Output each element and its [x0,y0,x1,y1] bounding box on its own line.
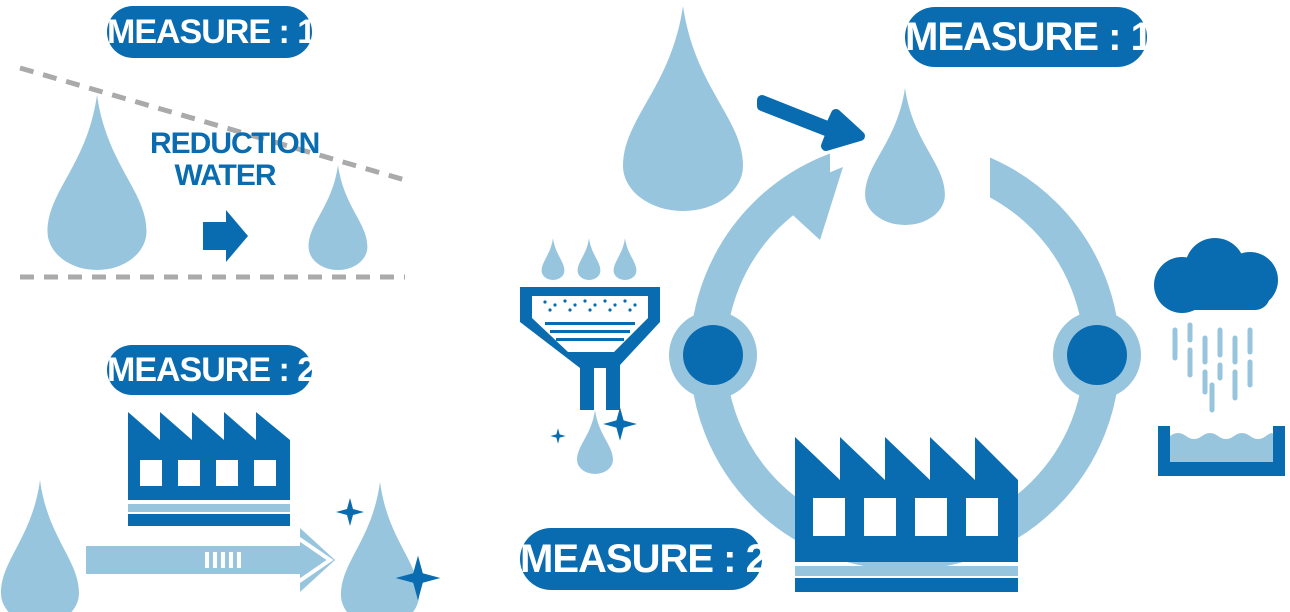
sparkle-icon [336,498,364,526]
measure1-pill-left: MEASURE : 1 [107,6,316,58]
reduction-text: REDUCTION [150,127,320,160]
measure1-pill-right: MEASURE : 1 [905,7,1153,67]
water-drop-icon [47,95,147,270]
water-drop-icon [1,480,80,612]
water-drop-icon [623,6,743,211]
arrow-right-icon [86,528,335,592]
rain-cloud-icon [1154,238,1278,413]
measure2-pill-right: MEASURE : 2 [520,528,768,590]
water-drop-icon [341,482,419,612]
measure2-pill-left: MEASURE : 2 [107,345,316,395]
arrow-right-icon [757,95,865,151]
factory-icon [128,412,290,526]
slope-dashed-line [19,65,406,183]
arrow-right-icon [203,210,248,262]
water-tank-icon [1158,426,1285,476]
water-drop-icon [308,165,368,270]
water-text: WATER [174,158,276,192]
factory-icon [795,437,1018,592]
filter-funnel-icon [520,238,660,474]
reduction-water-label: REDUCTION WATER [150,127,320,192]
